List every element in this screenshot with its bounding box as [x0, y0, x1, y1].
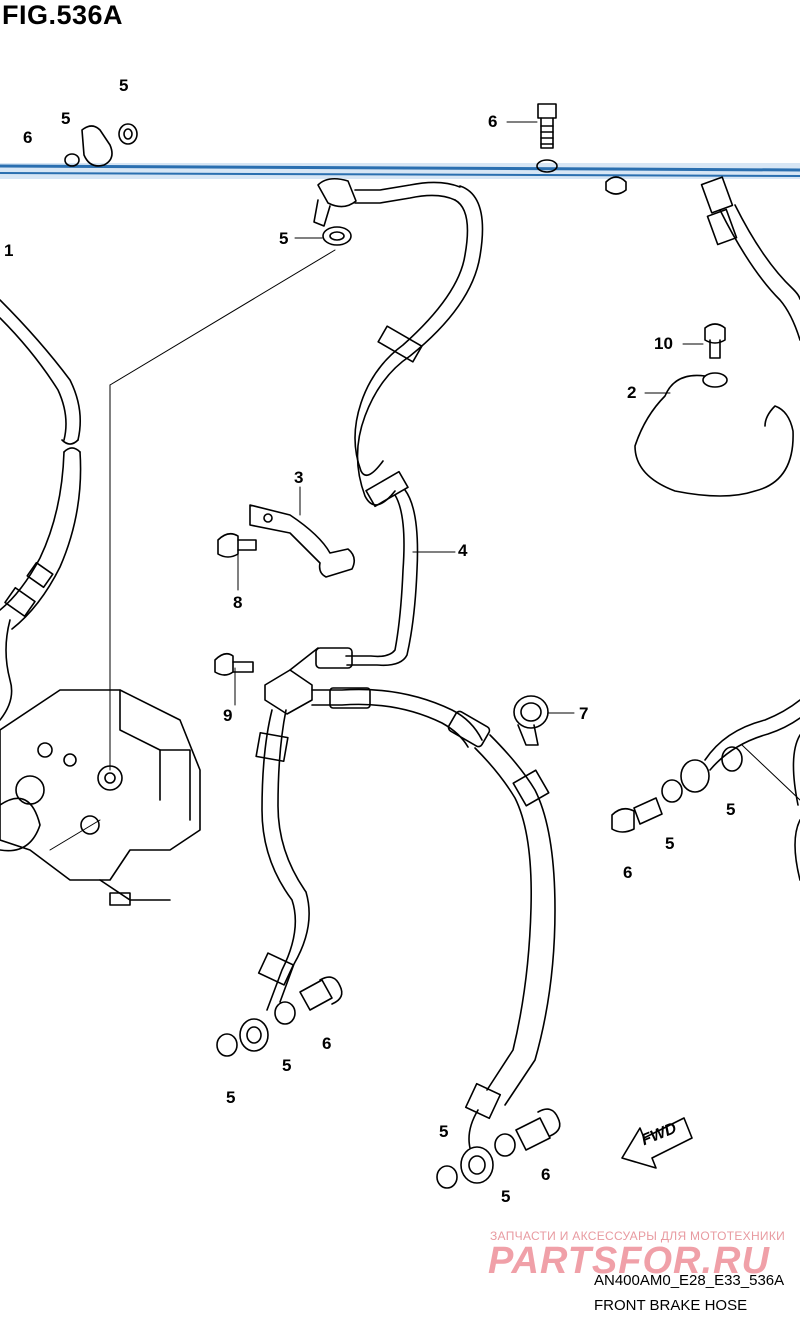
- washer-upper: [322, 226, 352, 246]
- hose-top-right: [700, 176, 800, 341]
- callout-9: 9: [223, 706, 233, 725]
- callout-5-left: 5: [61, 109, 71, 128]
- callout-5-upper: 5: [279, 229, 289, 248]
- fwd-arrow: [621, 1117, 693, 1169]
- hose-left-branch: [239, 709, 310, 1052]
- callout-5-right1: 5: [726, 800, 736, 819]
- leader-abs-front: [49, 819, 101, 851]
- right-fitting: [611, 699, 800, 881]
- banjo-bolt-lower-left: [216, 976, 343, 1057]
- callout-6-bot: 6: [541, 1165, 551, 1184]
- callout-5-lower2: 5: [226, 1088, 236, 1107]
- watermark-logo: PARTSFOR.RU: [488, 1240, 770, 1282]
- callout-4: 4: [458, 541, 468, 560]
- callout-8: 8: [233, 593, 243, 612]
- callout-5-top: 5: [119, 76, 129, 95]
- bolt-9: [214, 652, 254, 676]
- bolt-8: [217, 532, 257, 558]
- callout-6-topleft: 6: [23, 128, 33, 147]
- leader-abs-washer-2: [109, 249, 336, 386]
- top-left-fitting: [64, 123, 138, 167]
- figure-code: AN400AM0_E28_E33_536A: [594, 1272, 785, 1289]
- callout-10: 10: [654, 334, 673, 353]
- brake-hose-4: [315, 185, 484, 669]
- callout-7: 7: [579, 704, 589, 723]
- hose-clamp-7: [513, 695, 549, 746]
- callout-6-topmid: 6: [488, 112, 498, 131]
- callout-5-right2: 5: [665, 834, 675, 853]
- callout-6-right: 6: [623, 863, 633, 882]
- scan-line-2: [0, 172, 800, 177]
- callout-2: 2: [627, 383, 637, 402]
- hose-1-left: [0, 299, 82, 721]
- figure-caption: FRONT BRAKE HOSE: [594, 1297, 748, 1314]
- callout-3: 3: [294, 468, 304, 487]
- hose-top-joint: [313, 177, 461, 227]
- watermark-tagline: ЗАПЧАСТИ И АКСЕССУАРЫ ДЛЯ МОТОТЕХНИКИ: [490, 1229, 786, 1243]
- callout-5-bot2: 5: [501, 1187, 511, 1206]
- banjo-bolt-top: [536, 103, 558, 173]
- bleeder-cap: [605, 176, 627, 195]
- bolt-10: [704, 323, 726, 359]
- banjo-bolt-lower-right: [436, 1108, 561, 1189]
- callout-5-bot1: 5: [439, 1122, 449, 1141]
- scan-line: [0, 164, 800, 172]
- callout-5-lower1: 5: [282, 1056, 292, 1075]
- callout-1: 1: [4, 241, 14, 260]
- figure-title: FIG.536A: [2, 0, 124, 30]
- callout-6-lower: 6: [322, 1034, 332, 1053]
- pipe-2: [634, 372, 794, 497]
- bracket-3: [249, 504, 356, 578]
- hose-junction: [264, 647, 556, 1184]
- abs-unit: [0, 689, 201, 906]
